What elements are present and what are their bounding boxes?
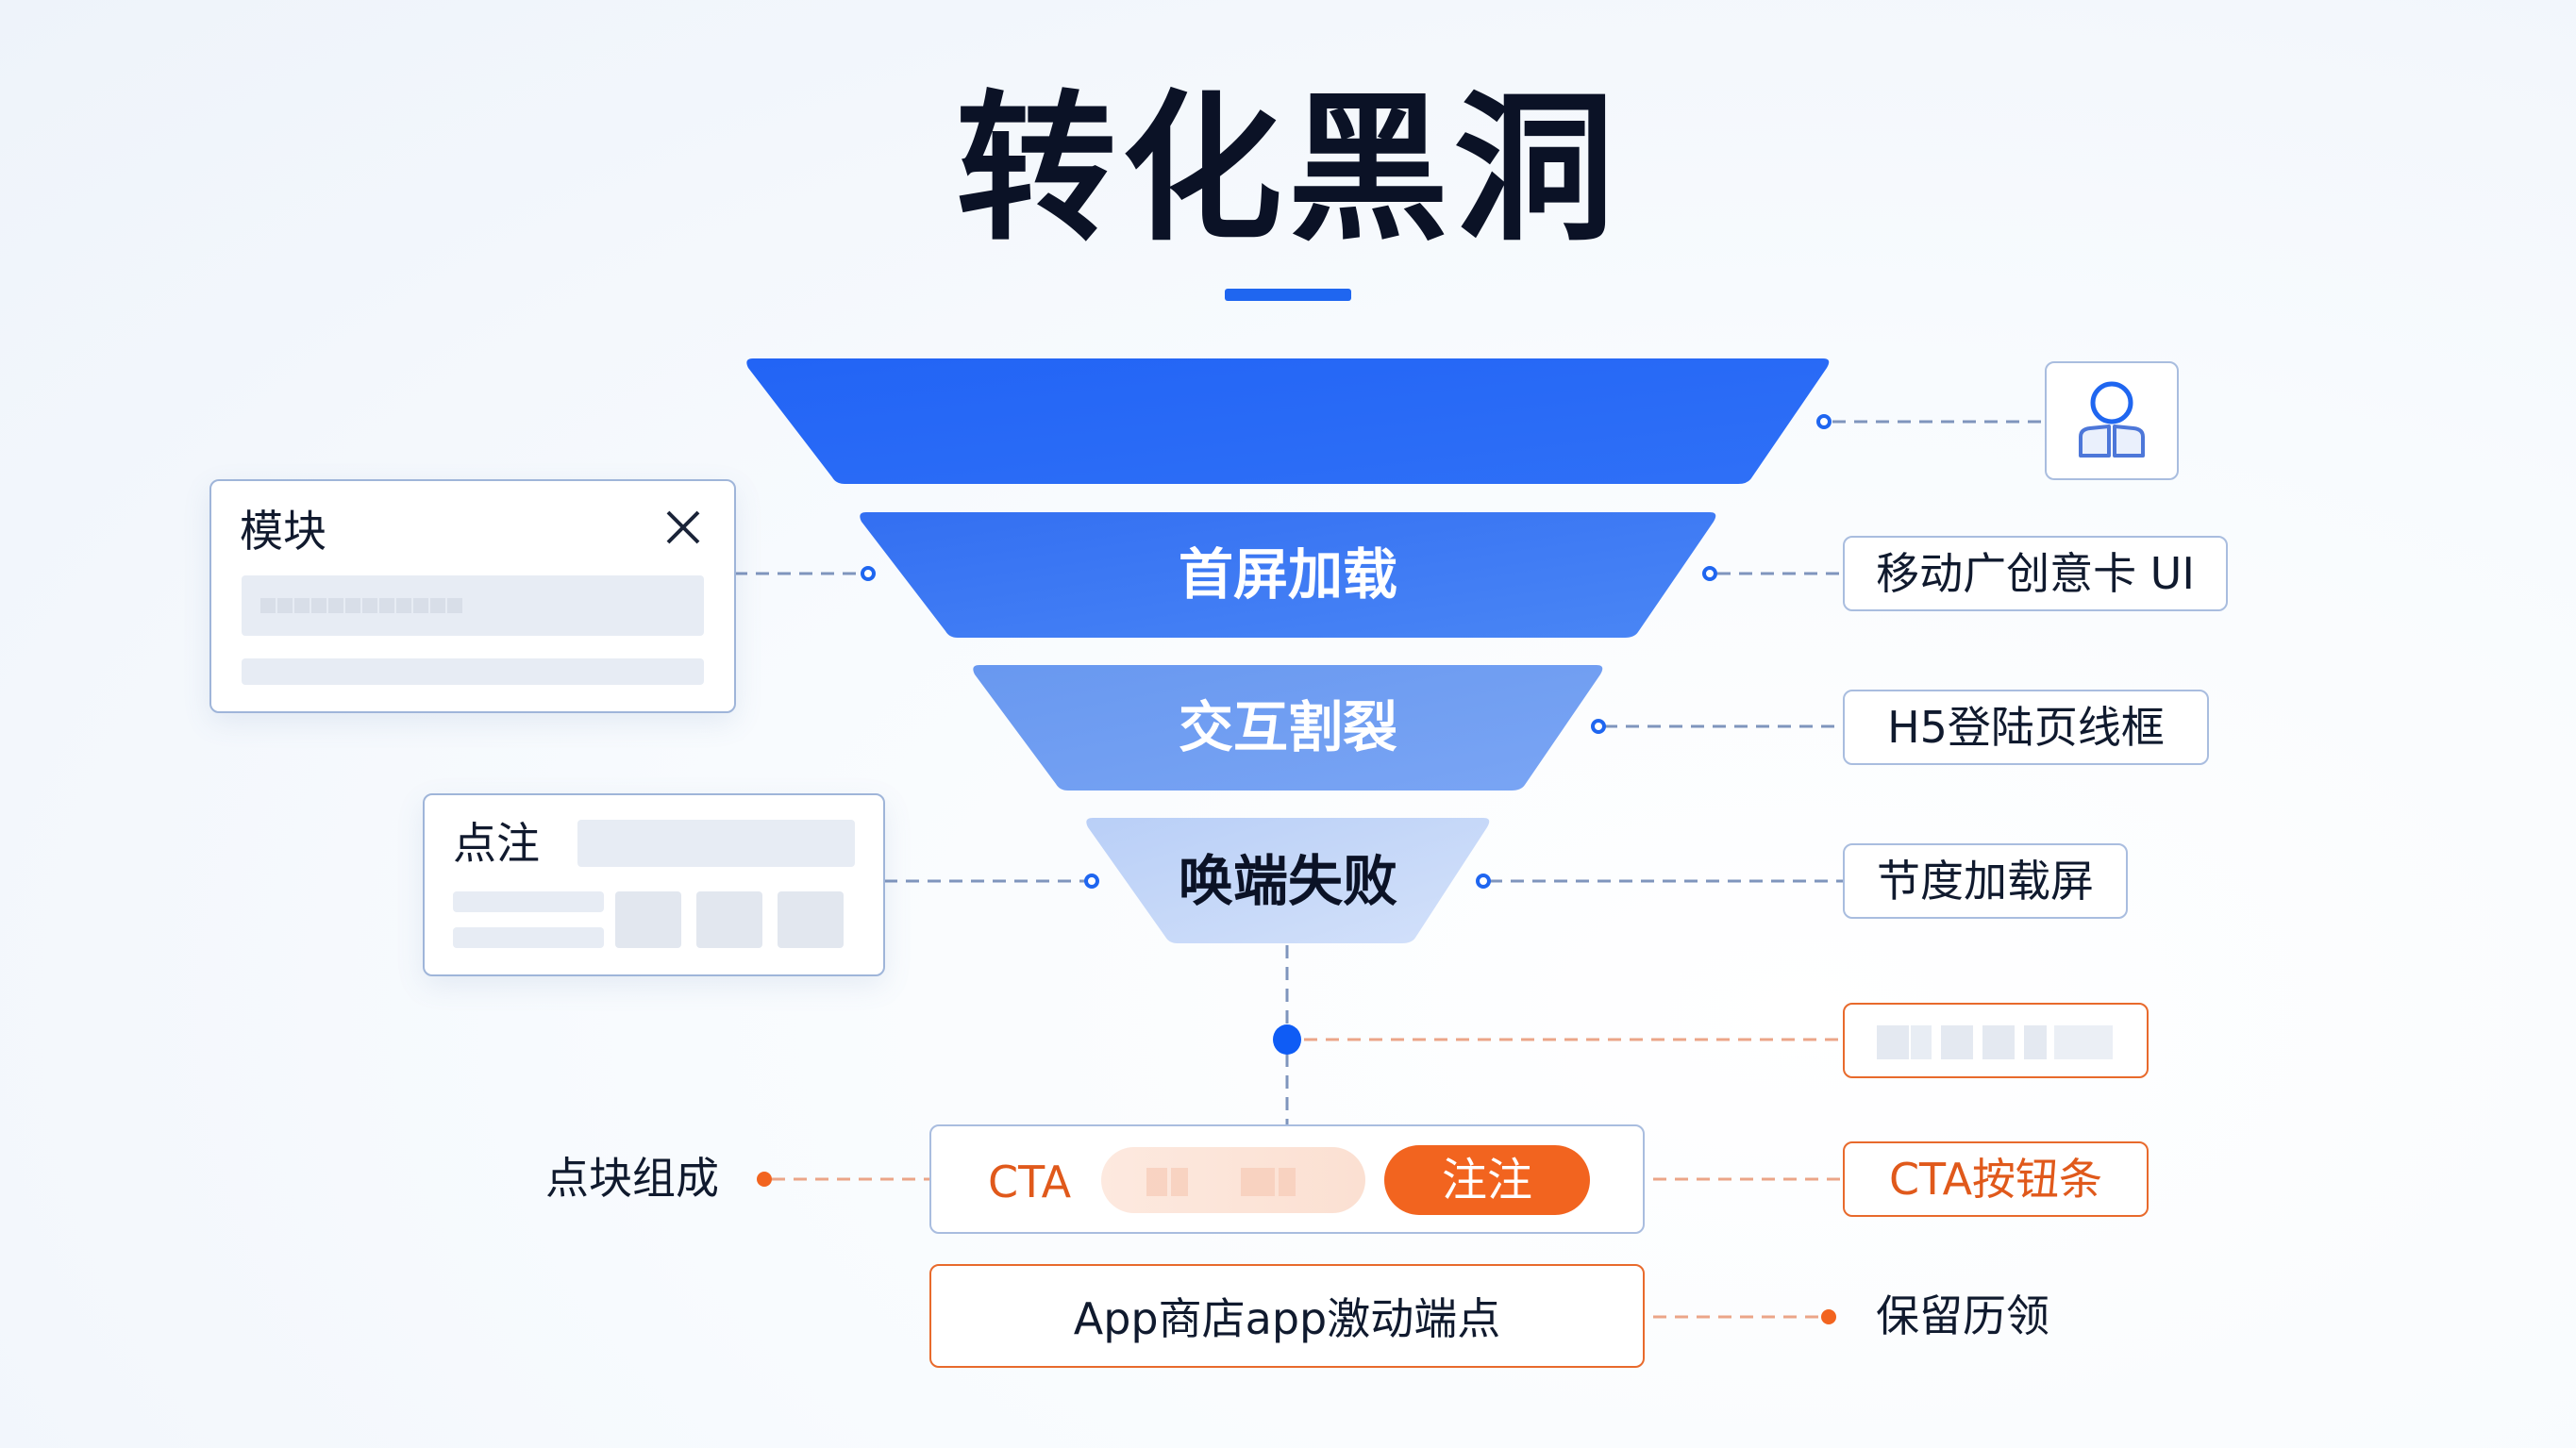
connector-node — [861, 566, 876, 581]
note-placeholder-line — [453, 891, 604, 912]
funnel-stage-4[interactable] — [1086, 818, 1490, 943]
page-title: 转化黑洞 — [955, 76, 1620, 263]
stage-label-2: 首屏加载 — [1178, 542, 1397, 607]
title-underline — [1225, 289, 1351, 301]
cta-button[interactable]: 注注 — [1384, 1145, 1590, 1215]
module-placeholder-field — [242, 575, 704, 636]
note-placeholder-tile — [696, 891, 762, 948]
user-icon — [2079, 381, 2145, 458]
cta-bar: CTA 注注 — [929, 1124, 1645, 1234]
module-card-title: 模块 — [240, 506, 326, 557]
junction-node — [1273, 1024, 1301, 1055]
app-store-box[interactable]: App商店app激动端点 — [929, 1264, 1645, 1368]
store-right-label: 保留历领 — [1876, 1290, 2049, 1341]
tag-loading-screen[interactable]: 节度加载屏 — [1843, 843, 2128, 919]
connector-node — [1816, 414, 1832, 429]
funnel-stage-2[interactable] — [860, 512, 1716, 638]
stage-label-3: 交互割裂 — [1178, 695, 1397, 759]
orange-node — [1821, 1309, 1836, 1324]
note-placeholder-tile — [778, 891, 844, 948]
note-card: 点注 — [423, 793, 885, 976]
connector-node — [1591, 719, 1606, 734]
funnel-stage-1[interactable] — [746, 358, 1830, 484]
tag-placeholder[interactable] — [1843, 1003, 2149, 1078]
module-card: 模块 — [209, 479, 736, 713]
cta-label: CTA — [988, 1157, 1072, 1207]
funnel-stage-3[interactable] — [973, 665, 1603, 791]
connector-node — [1702, 566, 1717, 581]
note-card-title: 点注 — [453, 818, 540, 869]
tag-h5-landing-wireframe[interactable]: H5登陆页线框 — [1843, 690, 2209, 765]
note-placeholder-tile — [615, 891, 681, 948]
cta-left-label: 点块组成 — [545, 1153, 719, 1204]
tag-cta-button-bar[interactable]: CTA按钮条 — [1843, 1141, 2149, 1217]
orange-node — [757, 1172, 772, 1187]
connector-node — [1084, 874, 1099, 889]
connector-node — [1476, 874, 1491, 889]
module-placeholder-bar — [242, 658, 704, 685]
note-placeholder-header — [577, 820, 855, 867]
user-icon-box[interactable] — [2045, 361, 2179, 480]
tag-mobile-ad-creative-ui[interactable]: 移动广创意卡 UI — [1843, 536, 2228, 611]
note-placeholder-line — [453, 927, 604, 948]
cta-placeholder-pill — [1101, 1147, 1365, 1213]
stage-label-4: 唤端失败 — [1178, 849, 1397, 913]
close-icon[interactable] — [661, 505, 706, 550]
